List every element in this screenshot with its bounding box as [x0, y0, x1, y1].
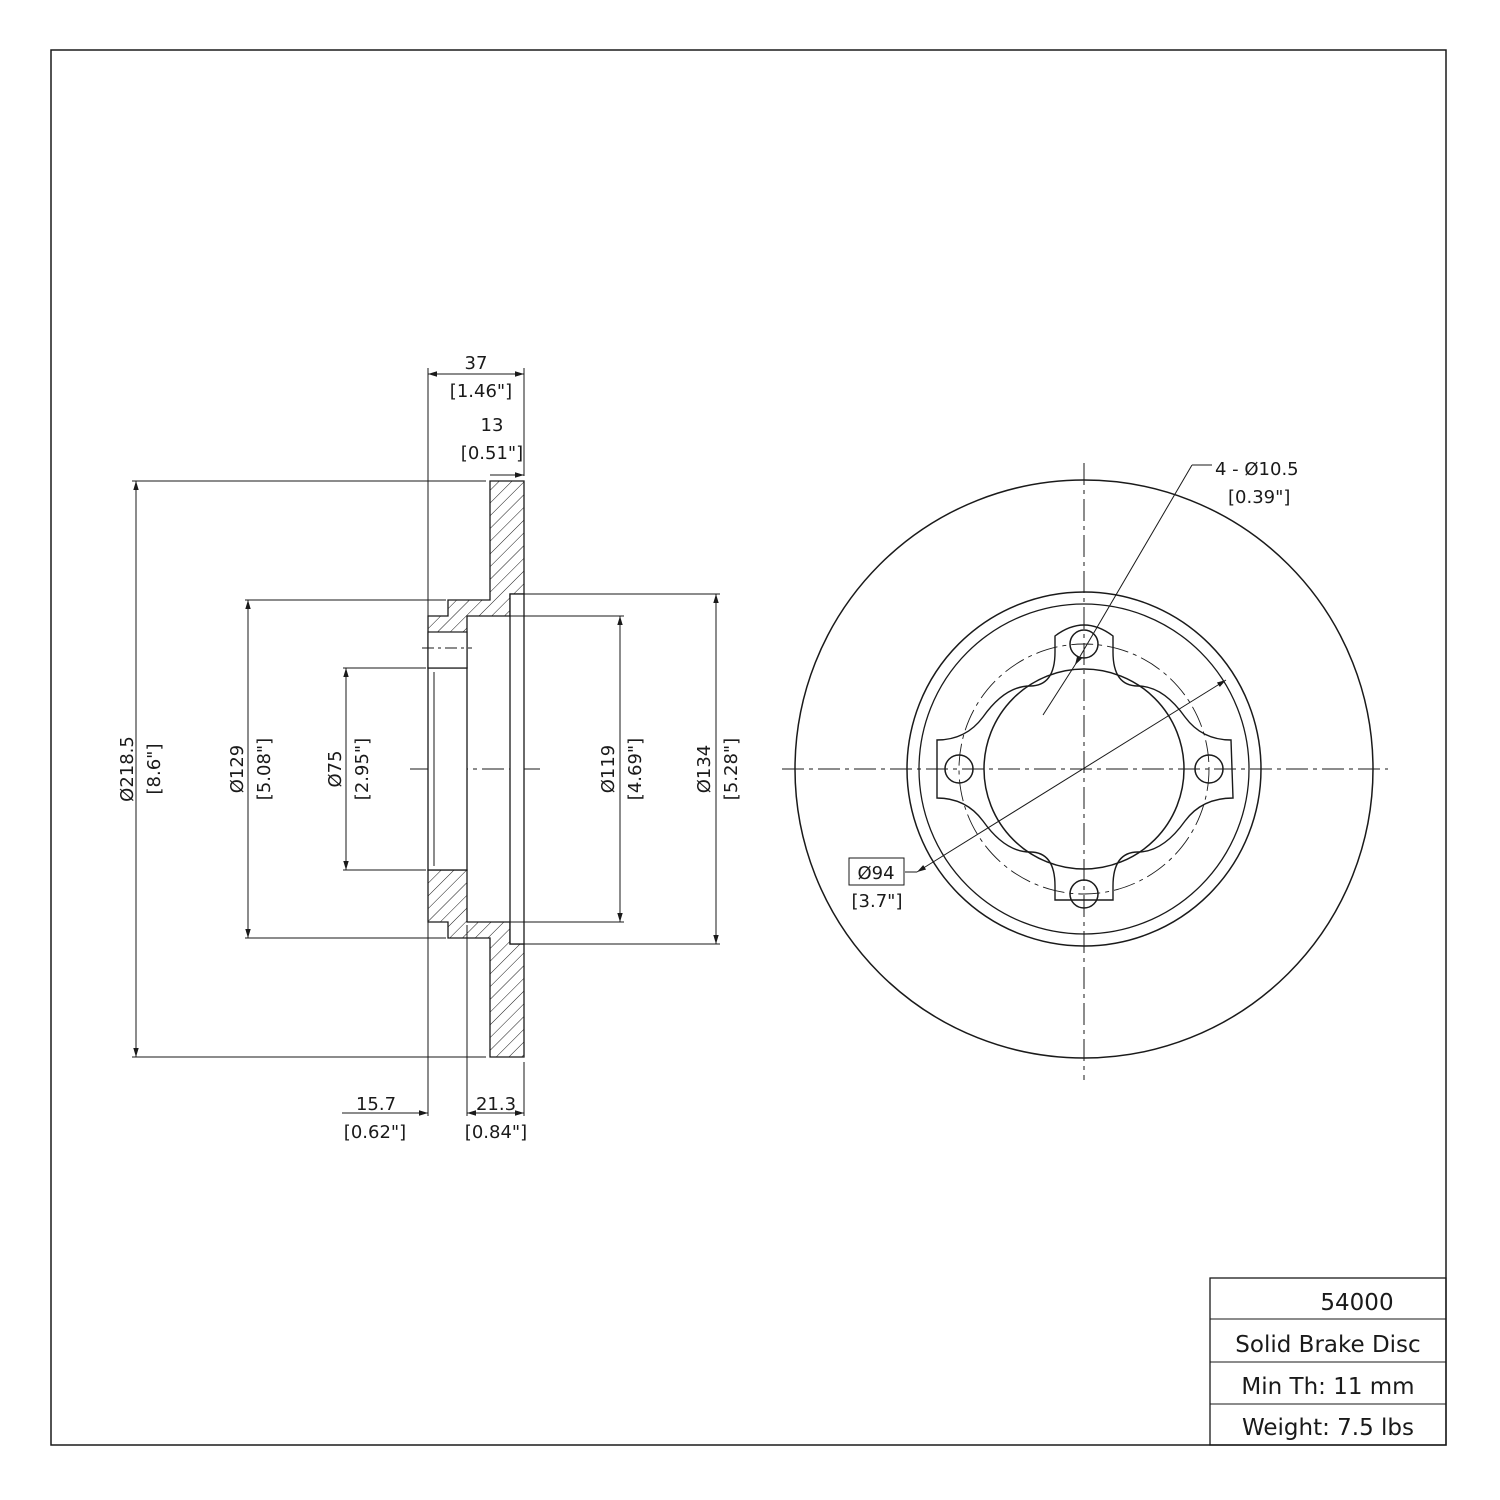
bolt-circle-in: [3.7"] [852, 891, 903, 912]
hat-outer-diameter-mm: Ø134 [694, 745, 715, 794]
bolt-hole-leader [1074, 464, 1193, 666]
extension-lines [132, 368, 720, 1116]
bolt-hole-top [1069, 629, 1099, 659]
hub-diameter-mm: Ø129 [227, 745, 248, 794]
part-description: Solid Brake Disc [1235, 1332, 1420, 1358]
center-bore-mm: Ø75 [325, 750, 346, 787]
hat-outer-diameter-in: [5.28"] [721, 738, 742, 800]
hub-offset-mm: 15.7 [356, 1094, 396, 1115]
hat-inner-diameter-mm: Ø119 [598, 745, 619, 794]
hub-flange-outline [936, 624, 1234, 901]
outer-diameter-in: [8.6"] [144, 744, 165, 795]
disc-thickness-in: [0.51"] [461, 443, 523, 464]
stud-hole-upper [427, 631, 468, 669]
hat-wall [509, 593, 525, 945]
title-block: 54000 Solid Brake Disc Min Th: 11 mm Wei… [1209, 1277, 1447, 1446]
side-section-view: 37 [1.46"] 13 [0.51"] Ø218.5 [8.6"] Ø129… [117, 353, 742, 1143]
overall-width-in: [1.46"] [450, 381, 512, 402]
outer-diameter-mm: Ø218.5 [117, 736, 138, 802]
hub-offset-in: [0.62"] [344, 1122, 406, 1143]
min-thickness: Min Th: 11 mm [1241, 1374, 1414, 1400]
rotor-outer-edge [794, 479, 1374, 1059]
front-view: 4 - Ø10.5 [0.39"] Ø94 [3.7"] [782, 459, 1388, 1080]
dimension-lines [133, 371, 719, 1116]
bolt-holes-mm: 4 - Ø10.5 [1215, 459, 1299, 480]
bolt-circle-box [848, 857, 905, 886]
weight: Weight: 7.5 lbs [1242, 1415, 1414, 1441]
drawing-frame [50, 49, 1447, 1446]
hub-diameter-in: [5.08"] [254, 738, 275, 800]
hat-inner-diameter-in: [4.69"] [625, 738, 646, 800]
bolt-circle-mm: Ø94 [857, 863, 894, 884]
bolt-circle-leader [916, 679, 1227, 873]
bolt-hole-bottom [1069, 879, 1099, 909]
hat-height-mm: 21.3 [476, 1094, 516, 1115]
center-bore-in: [2.95"] [352, 738, 373, 800]
overall-width-mm: 37 [465, 353, 488, 374]
part-number: 54000 [1320, 1290, 1393, 1316]
hat-outer-edge [906, 591, 1262, 947]
bolt-holes-in: [0.39"] [1228, 487, 1290, 508]
disc-thickness-mm: 13 [481, 415, 504, 436]
hat-height-in: [0.84"] [465, 1122, 527, 1143]
